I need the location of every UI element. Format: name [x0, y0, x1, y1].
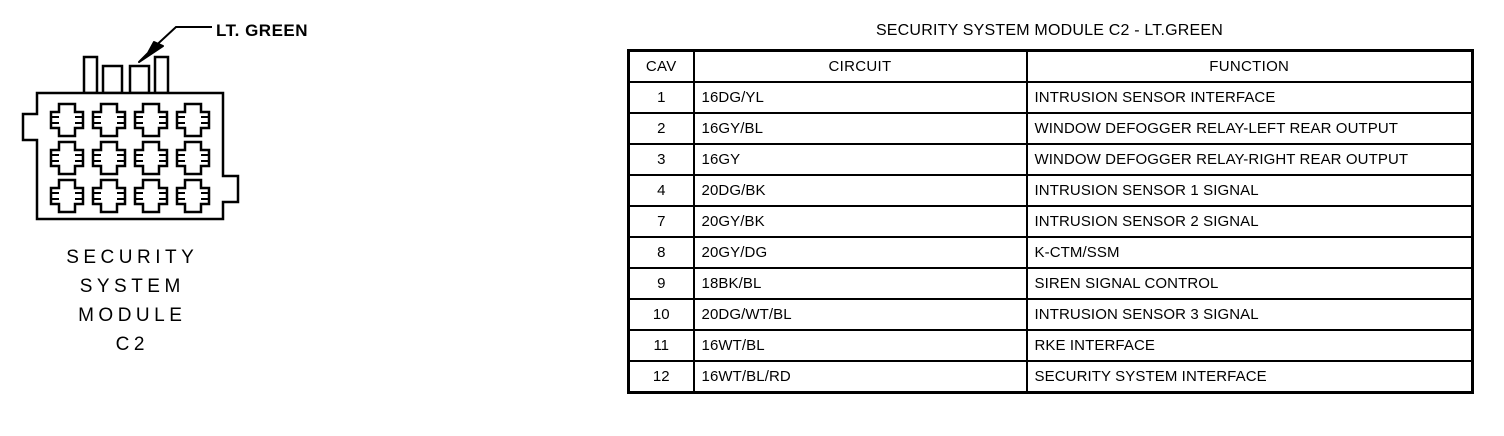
cell-function: K-CTM/SSM [1025, 236, 1474, 269]
caption-line-1: SECURITY [66, 247, 199, 268]
cavity [91, 140, 127, 176]
top-tab-1 [82, 55, 99, 95]
top-tab-2 [101, 64, 124, 95]
table-row: 3 16GY WINDOW DEFOGGER RELAY-RIGHT REAR … [627, 143, 1474, 176]
cell-circuit: 16WT/BL/RD [692, 360, 1028, 394]
connector-diagram-panel: LT. GREEN SECURITY SYSTEM MODULE C2 [0, 0, 600, 436]
cell-circuit: 20DG/WT/BL [692, 298, 1028, 331]
cell-cav: 7 [627, 205, 695, 238]
cell-circuit: 16WT/BL [692, 329, 1028, 362]
cell-cav: 9 [627, 267, 695, 300]
caption-line-3: MODULE [78, 305, 187, 326]
table-row: 12 16WT/BL/RD SECURITY SYSTEM INTERFACE [627, 360, 1474, 394]
callout-leader-line [138, 26, 212, 63]
cell-circuit: 20GY/DG [692, 236, 1028, 269]
cell-cav: 2 [627, 112, 695, 145]
table-row: 10 20DG/WT/BL INTRUSION SENSOR 3 SIGNAL [627, 298, 1474, 331]
caption-line-2: SYSTEM [79, 276, 185, 297]
cavity [49, 178, 85, 214]
top-tab-4 [153, 55, 170, 95]
cavity [175, 102, 211, 138]
cell-function: WINDOW DEFOGGER RELAY-RIGHT REAR OUTPUT [1025, 143, 1474, 176]
cell-circuit: 20DG/BK [692, 174, 1028, 207]
column-header-circuit: CIRCUIT [692, 49, 1028, 83]
table-title: SECURITY SYSTEM MODULE C2 - LT.GREEN [875, 22, 1224, 39]
cell-function: SIREN SIGNAL CONTROL [1025, 267, 1474, 300]
cavity [49, 102, 85, 138]
cell-circuit: 16GY [692, 143, 1028, 176]
cell-circuit: 16GY/BL [692, 112, 1028, 145]
cavity [133, 102, 169, 138]
cell-cav: 1 [627, 81, 695, 114]
wiring-table: CAV CIRCUIT FUNCTION 1 16DG/YL INTRUSION… [627, 49, 1474, 394]
top-tab-3 [128, 64, 151, 95]
caption-line-4: C2 [115, 334, 149, 355]
cell-function: WINDOW DEFOGGER RELAY-LEFT REAR OUTPUT [1025, 112, 1474, 145]
table-row: 8 20GY/DG K-CTM/SSM [627, 236, 1474, 269]
column-header-function: FUNCTION [1025, 49, 1474, 83]
table-row: 2 16GY/BL WINDOW DEFOGGER RELAY-LEFT REA… [627, 112, 1474, 145]
cell-cav: 11 [627, 329, 695, 362]
table-row: 9 18BK/BL SIREN SIGNAL CONTROL [627, 267, 1474, 300]
cell-cav: 4 [627, 174, 695, 207]
cell-function: INTRUSION SENSOR 2 SIGNAL [1025, 205, 1474, 238]
cell-function: INTRUSION SENSOR 1 SIGNAL [1025, 174, 1474, 207]
cell-cav: 3 [627, 143, 695, 176]
cavity [91, 102, 127, 138]
cavity [133, 140, 169, 176]
connector-cavities [49, 102, 211, 214]
callout-label: LT. GREEN [216, 21, 309, 40]
cell-function: INTRUSION SENSOR INTERFACE [1025, 81, 1474, 114]
table-row: 4 20DG/BK INTRUSION SENSOR 1 SIGNAL [627, 174, 1474, 207]
wiring-table-panel: SECURITY SYSTEM MODULE C2 - LT.GREEN CAV… [627, 22, 1474, 394]
connector-caption: SECURITY SYSTEM MODULE C2 [37, 243, 223, 359]
column-header-cav: CAV [627, 49, 695, 83]
cell-cav: 8 [627, 236, 695, 269]
cell-circuit: 20GY/BK [692, 205, 1028, 238]
cell-function: INTRUSION SENSOR 3 SIGNAL [1025, 298, 1474, 331]
table-row: 11 16WT/BL RKE INTERFACE [627, 329, 1474, 362]
cavity [175, 178, 211, 214]
cavity [49, 140, 85, 176]
cell-cav: 12 [627, 360, 695, 394]
connector-top-tabs [82, 55, 170, 95]
table-row: 7 20GY/BK INTRUSION SENSOR 2 SIGNAL [627, 205, 1474, 238]
table-header-row: CAV CIRCUIT FUNCTION [627, 49, 1474, 83]
connector-illustration [21, 26, 240, 221]
cavity [91, 178, 127, 214]
cell-cav: 10 [627, 298, 695, 331]
cell-circuit: 18BK/BL [692, 267, 1028, 300]
cavity [133, 178, 169, 214]
cell-function: RKE INTERFACE [1025, 329, 1474, 362]
cell-function: SECURITY SYSTEM INTERFACE [1025, 360, 1474, 394]
table-row: 1 16DG/YL INTRUSION SENSOR INTERFACE [627, 81, 1474, 114]
callout-arrowhead [138, 41, 164, 63]
cavity [175, 140, 211, 176]
cell-circuit: 16DG/YL [692, 81, 1028, 114]
